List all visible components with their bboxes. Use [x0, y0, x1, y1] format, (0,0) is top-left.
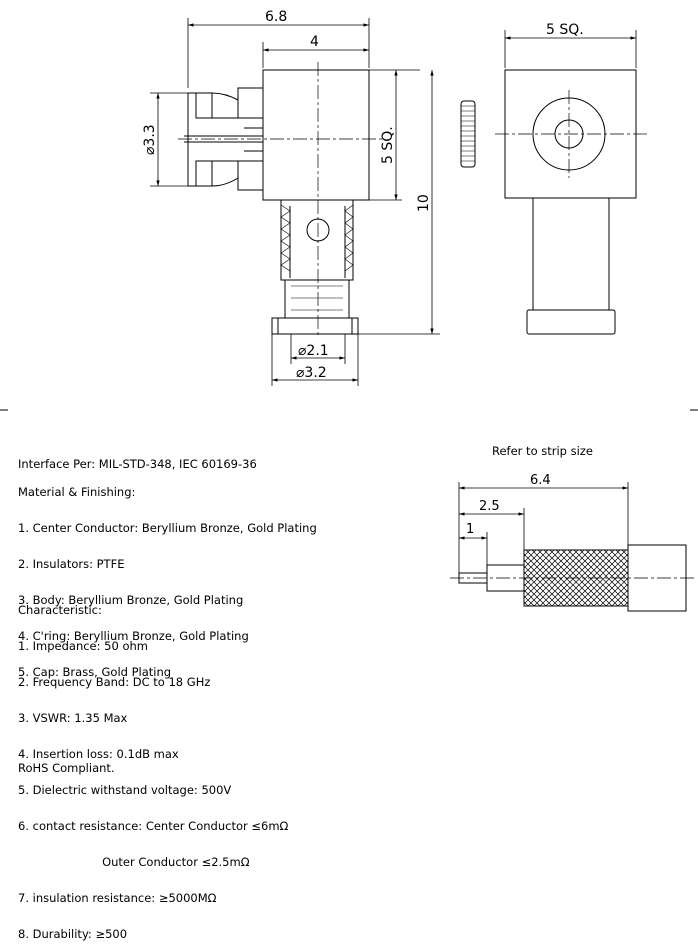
strip-view	[450, 544, 694, 612]
dim-body-square: 5 SQ.	[380, 126, 396, 164]
rohs-line: RoHS Compliant.	[18, 761, 115, 775]
dim-overall-height: 10	[416, 194, 432, 212]
interface-line: Interface Per: MIL-STD-348, IEC 60169-36	[18, 457, 257, 471]
front-dimension-labels: 6.8 4 5 SQ. 10 ⌀3.3 ⌀2.1 ⌀3.2	[142, 9, 432, 381]
dim-cable-inner-diameter: ⌀2.1	[298, 343, 329, 359]
side-cap	[526, 309, 616, 335]
characteristic-item: 7. insulation resistance: ≥5000MΩ	[18, 891, 217, 905]
characteristic-title: Characteristic:	[18, 603, 102, 617]
characteristic-item: Outer Conductor ≤2.5mΩ	[18, 855, 250, 869]
side-tube	[532, 197, 610, 311]
material-item: 2. Insulators: PTFE	[18, 557, 125, 571]
material-item: 3. Body: Beryllium Bronze, Gold Plating	[18, 593, 244, 607]
characteristic-item: 1. Impedance: 50 ohm	[18, 639, 148, 653]
characteristic-item: 2. Frequency Band: DC to 18 GHz	[18, 675, 211, 689]
characteristic-item: 8. Durability: ≥500	[18, 927, 128, 941]
dim-overall-length: 6.8	[265, 9, 287, 25]
side-dimensions	[504, 30, 637, 68]
strip-dim-tip: 1	[466, 522, 474, 537]
material-item: 1. Center Conductor: Beryllium Bronze, G…	[18, 521, 317, 535]
strip-dim-middle: 2.5	[479, 499, 500, 514]
technical-drawing: 6.8 4 5 SQ. 10 ⌀3.3 ⌀2.1 ⌀3.2 5 SQ.	[0, 9, 698, 612]
coupling-ring	[460, 100, 476, 168]
connector-body	[262, 69, 370, 201]
material-item: 5. Cap: Brass, Gold Plating	[18, 665, 172, 679]
rohs-note: RoHS Compliant.	[18, 738, 115, 786]
strip-size-title: Refer to strip size	[492, 444, 593, 458]
strip-dim-total: 6.4	[530, 473, 551, 488]
cable-tube	[280, 199, 354, 281]
material-title: Material & Finishing:	[18, 485, 136, 499]
cap	[271, 317, 359, 335]
dim-body-length: 4	[310, 34, 319, 50]
side-view	[460, 69, 650, 335]
characteristic-item: 3. VSWR: 1.35 Max	[18, 711, 128, 725]
strip-dimensions	[458, 482, 629, 573]
material-item: 4. C'ring: Beryllium Bronze, Gold Platin…	[18, 629, 249, 643]
material-notes: Material & Finishing: 1. Center Conducto…	[18, 462, 317, 690]
dim-jack-diameter: ⌀3.3	[142, 124, 158, 155]
dim-side-square: 5 SQ.	[546, 22, 584, 38]
dim-cable-outer-diameter: ⌀3.2	[296, 365, 327, 381]
jack-outline	[187, 87, 263, 191]
interface-note: Interface Per: MIL-STD-348, IEC 60169-36	[18, 434, 257, 482]
front-view	[178, 62, 382, 338]
front-dimensions	[150, 18, 440, 386]
characteristic-item: 6. contact resistance: Center Conductor …	[18, 819, 289, 833]
strip-dimension-labels: 6.4 2.5 1	[466, 473, 551, 537]
